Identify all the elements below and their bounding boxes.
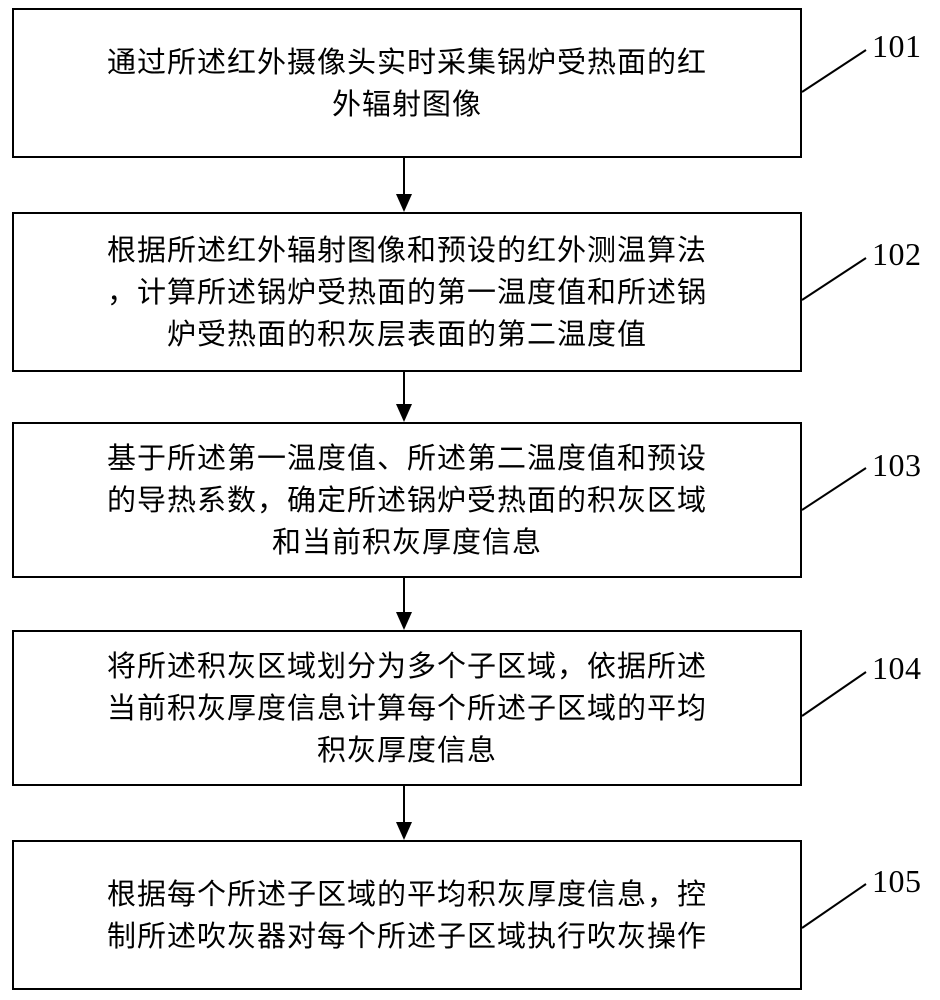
step-ref-104: 104	[872, 650, 922, 686]
step-ref-105: 105	[872, 863, 922, 899]
arrowhead-101-102	[396, 194, 412, 212]
step-ref-101: 101	[872, 28, 922, 64]
step-box-103: 基于所述第一温度值、所述第二温度值和预设 的导热系数，确定所述锅炉受热面的积灰区…	[12, 422, 802, 578]
leader-line-104	[801, 671, 867, 717]
step-text-103: 基于所述第一温度值、所述第二温度值和预设 的导热系数，确定所述锅炉受热面的积灰区…	[106, 441, 707, 559]
step-ref-102: 102	[872, 236, 922, 272]
leader-line-102	[801, 257, 867, 301]
step-box-102: 根据所述红外辐射图像和预设的红外测温算法 ，计算所述锅炉受热面的第一温度值和所述…	[12, 212, 802, 372]
step-text-104: 将所述积灰区域划分为多个子区域，依据所述 当前积灰厚度信息计算每个所述子区域的平…	[106, 649, 707, 767]
step-text-102: 根据所述红外辐射图像和预设的红外测温算法 ，计算所述锅炉受热面的第一温度值和所述…	[106, 233, 707, 351]
step-text-101: 通过所述红外摄像头实时采集锅炉受热面的红 外辐射图像	[106, 45, 707, 121]
leader-line-101	[801, 49, 867, 93]
leader-line-105	[801, 883, 867, 929]
step-box-101: 通过所述红外摄像头实时采集锅炉受热面的红 外辐射图像	[12, 8, 802, 158]
arrowhead-104-105	[396, 822, 412, 840]
step-ref-103: 103	[872, 447, 922, 483]
arrowhead-102-103	[396, 404, 412, 422]
arrowhead-103-104	[396, 612, 412, 630]
step-text-105: 根据每个所述子区域的平均积灰厚度信息，控 制所述吹灰器对每个所述子区域执行吹灰操…	[106, 877, 707, 953]
step-box-105: 根据每个所述子区域的平均积灰厚度信息，控 制所述吹灰器对每个所述子区域执行吹灰操…	[12, 840, 802, 990]
step-box-104: 将所述积灰区域划分为多个子区域，依据所述 当前积灰厚度信息计算每个所述子区域的平…	[12, 630, 802, 786]
leader-line-103	[801, 467, 867, 511]
